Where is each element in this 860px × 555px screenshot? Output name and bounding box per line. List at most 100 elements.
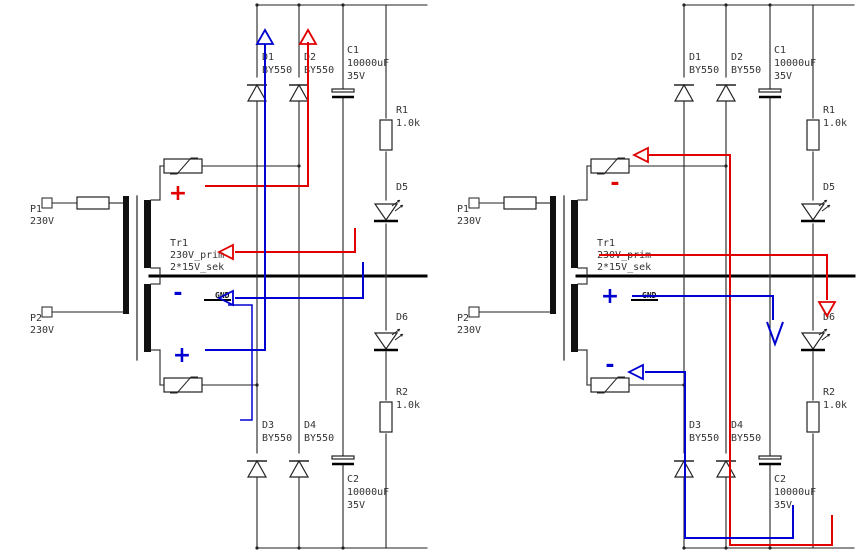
resistor-r2-symbol (806, 401, 820, 433)
varistor-top-symbol (163, 157, 203, 175)
capacitor-c2-value: 10000uF (774, 487, 816, 498)
secondary-winding-top (144, 200, 151, 268)
capacitor-c1-value: 10000uF (347, 58, 389, 69)
led-d5-name: D5 (396, 182, 408, 193)
pin-p1-terminal (468, 197, 480, 209)
primary-winding (123, 196, 129, 314)
fuse-symbol (76, 196, 110, 210)
polarity-mark: + (601, 284, 619, 309)
diode-d3-name: D3 (262, 420, 274, 431)
capacitor-c2-symbol (757, 454, 783, 466)
diode-d4-symbol (715, 460, 737, 478)
polarity-mark: + (169, 181, 187, 206)
varistor-bottom-symbol (590, 376, 630, 394)
diode-d1-symbol (673, 84, 695, 102)
diode-d2-name: D2 (731, 52, 743, 63)
capacitor-c2-voltage: 35V (774, 500, 792, 511)
led-d5-name: D5 (823, 182, 835, 193)
resistor-r2-symbol (379, 401, 393, 433)
junction-dot (682, 546, 686, 550)
varistor-bottom-symbol (163, 376, 203, 394)
pin-p2-voltage: 230V (30, 325, 54, 336)
current-arrow-down-red (817, 301, 837, 318)
resistor-r2-name: R2 (823, 387, 835, 398)
diode-d4-name: D4 (304, 420, 316, 431)
transformer-name: Tr1 (170, 238, 188, 249)
diode-d2-symbol (715, 84, 737, 102)
secondary-winding-bottom (571, 284, 578, 352)
schematic-panel-left: P1230VP2230VTr1230V_prim2*15V_sekGNDD1BY… (30, 3, 429, 550)
resistor-r1-symbol (806, 119, 820, 151)
positive-current-path (649, 154, 833, 546)
junction-dot (768, 274, 772, 278)
junction-dot (384, 274, 388, 278)
diode-d3-symbol (246, 460, 268, 478)
polarity-mark: - (605, 353, 614, 378)
junction-dot (811, 274, 815, 278)
diode-d4-symbol (288, 460, 310, 478)
capacitor-c1-voltage: 35V (347, 71, 365, 82)
capacitor-c1-name: C1 (347, 45, 359, 56)
junction-dot (341, 274, 345, 278)
pin-p1-voltage: 230V (457, 216, 481, 227)
secondary-winding-top (571, 200, 578, 268)
junction-dot (255, 546, 259, 550)
fuse-symbol (503, 196, 537, 210)
capacitor-c1-value: 10000uF (774, 58, 816, 69)
current-arrow-left-red (631, 146, 649, 164)
current-arrow-up-blue (255, 28, 275, 45)
diode-d1-type: BY550 (689, 65, 719, 76)
junction-dot (682, 3, 686, 7)
transformer-name: Tr1 (597, 238, 615, 249)
led-d5-symbol (799, 198, 832, 223)
diode-d2-name: D2 (304, 52, 316, 63)
polarity-mark: - (610, 171, 619, 196)
junction-dot (297, 164, 301, 168)
resistor-r1-symbol (379, 119, 393, 151)
pin-p1-voltage: 230V (30, 216, 54, 227)
junction-dot (768, 546, 772, 550)
junction-dot (297, 3, 301, 7)
capacitor-c2-name: C2 (347, 474, 359, 485)
diode-d1-name: D1 (689, 52, 701, 63)
transformer-secondary: 2*15V_sek (597, 262, 651, 273)
led-d6-symbol (799, 327, 832, 352)
primary-winding (550, 196, 556, 314)
diode-d2-type: BY550 (304, 65, 334, 76)
capacitor-c1-symbol (330, 87, 356, 99)
junction-dot (768, 3, 772, 7)
polarity-mark: + (173, 343, 191, 368)
pin-p2-voltage: 230V (457, 325, 481, 336)
pin-p2-label: P2 (457, 313, 469, 324)
transformer-primary: 230V_prim (170, 250, 224, 261)
schematic-panel-right: P1230VP2230VTr1230V_prim2*15V_sekGNDD1BY… (457, 3, 856, 550)
junction-dot (297, 546, 301, 550)
negative-current-path (645, 371, 794, 539)
capacitor-c2-name: C2 (774, 474, 786, 485)
capacitor-c1-voltage: 35V (774, 71, 792, 82)
negative-current-return (235, 262, 364, 299)
capacitor-c2-symbol (330, 454, 356, 466)
diode-d3-type: BY550 (689, 433, 719, 444)
pin-p1-label: P1 (30, 204, 42, 215)
resistor-r2-value: 1.0k (396, 400, 420, 411)
diode-d3-type: BY550 (262, 433, 292, 444)
resistor-r1-name: R1 (823, 105, 835, 116)
junction-dot (724, 164, 728, 168)
current-arrow-left-red (216, 243, 234, 261)
led-d5-symbol (372, 198, 405, 223)
led-d6-symbol (372, 327, 405, 352)
current-arrow-left-blue (626, 363, 644, 381)
resistor-r1-value: 1.0k (396, 118, 420, 129)
pin-p2-terminal (468, 306, 480, 318)
diode-d4-name: D4 (731, 420, 743, 431)
led-d6-name: D6 (823, 312, 835, 323)
positive-current-return (235, 228, 356, 253)
pin-p2-label: P2 (30, 313, 42, 324)
resistor-r1-value: 1.0k (823, 118, 847, 129)
polarity-mark: - (173, 281, 182, 306)
transformer-secondary: 2*15V_sek (170, 262, 224, 273)
junction-dot (255, 3, 259, 7)
positive-current-path-upper (205, 42, 309, 187)
